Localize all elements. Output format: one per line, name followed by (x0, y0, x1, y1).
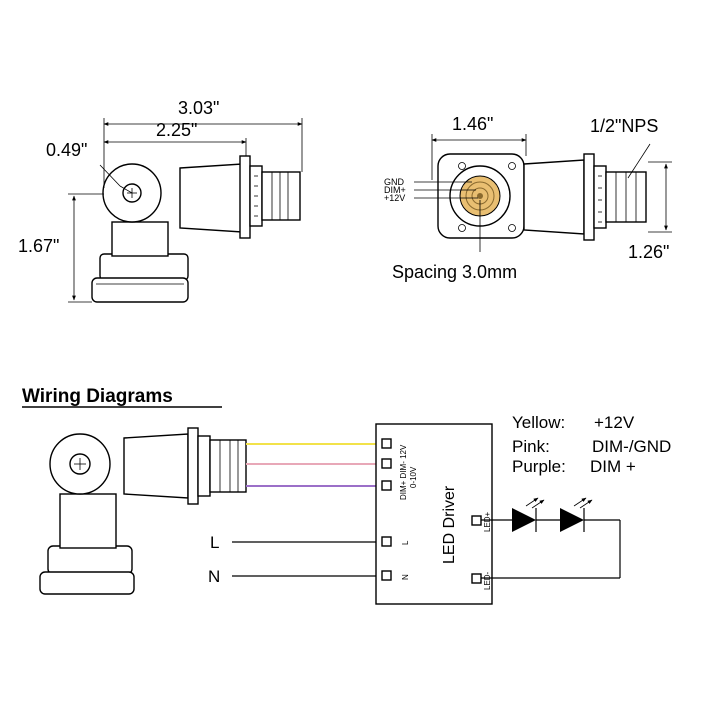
terminal-dim-minus (381, 458, 392, 469)
terminal-l (381, 536, 392, 547)
dim-body-length: 2.25" (156, 120, 197, 140)
pin-label-gnd: GND (384, 177, 405, 187)
front-view-dimensions (431, 134, 672, 252)
driver-pins-label: DIM+ DIM- 12V (399, 444, 408, 500)
legend-pink-name: Pink: (512, 437, 550, 456)
front-view-drawing (414, 153, 647, 241)
line-label-n: N (208, 567, 220, 586)
side-view-dimensions (68, 118, 303, 303)
dim-thread-height: 1.26" (628, 242, 669, 262)
dim-front-width: 1.46" (452, 114, 493, 134)
legend-pink-value: DIM-/GND (592, 437, 671, 456)
terminal-n (381, 570, 392, 581)
wiring-heading: Wiring Diagrams (22, 386, 173, 407)
side-view-drawing (91, 155, 301, 303)
terminal-12v (381, 438, 392, 449)
driver-pins-sub-label: 0-10V (409, 466, 418, 488)
driver-pin-led-plus: LED+ (483, 511, 492, 532)
dim-overall-length: 3.03" (178, 98, 219, 118)
legend-purple-value: DIM + (590, 457, 636, 476)
driver-name: LED Driver (441, 485, 458, 564)
legend-purple-name: Purple: (512, 457, 566, 476)
terminal-led-plus (471, 515, 482, 526)
terminal-dim-plus (381, 480, 392, 491)
wiring-fixture-drawing (39, 427, 247, 595)
dim-thread: 1/2"NPS (590, 116, 658, 136)
driver-pin-led-minus: LED- (483, 571, 492, 590)
terminal-led-minus (471, 573, 482, 584)
driver-pin-l: L (401, 540, 410, 545)
driver-pin-n: N (401, 574, 410, 580)
pin-label-12v: +12V (384, 193, 405, 203)
led-string (481, 497, 621, 579)
dim-cap-diameter: 0.49" (46, 140, 87, 160)
wire-color-legend: Yellow: +12V Pink: DIM-/GND Purple: DIM … (512, 413, 671, 476)
dim-height: 1.67" (18, 236, 59, 256)
led-diode-2 (560, 508, 584, 532)
legend-yellow-value: +12V (594, 413, 635, 432)
line-label-l: L (210, 533, 219, 552)
legend-yellow-name: Yellow: (512, 413, 565, 432)
dim-spacing: Spacing 3.0mm (392, 262, 517, 282)
led-diode-1 (512, 508, 536, 532)
pin-label-dim-plus: DIM+ (384, 185, 406, 195)
